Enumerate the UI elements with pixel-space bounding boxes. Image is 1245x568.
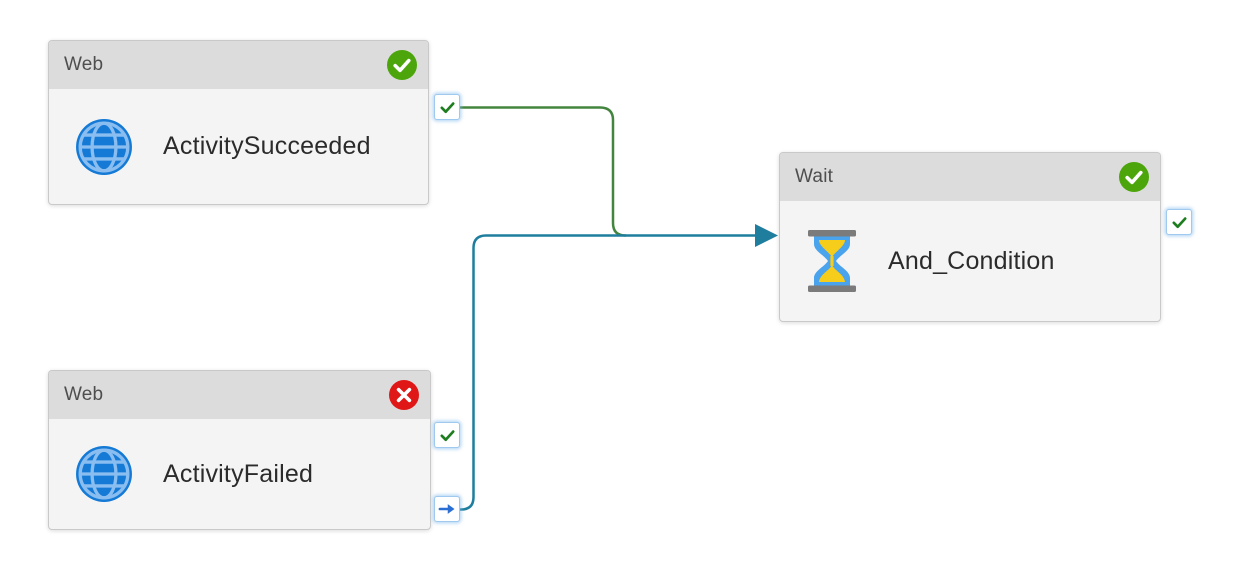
connector-success-line[interactable] [459, 106, 627, 237]
globe-icon [75, 445, 133, 503]
activity-name: ActivityFailed [163, 459, 314, 488]
node-header: Web [49, 41, 428, 89]
activity-type-label: Web [64, 384, 104, 405]
connector-completion-line[interactable] [458, 234, 758, 511]
check-icon [439, 429, 455, 441]
check-icon [439, 101, 455, 113]
activity-type-label: Wait [795, 166, 834, 187]
activity-name: ActivitySucceeded [163, 132, 371, 160]
status-succeeded-badge-icon [1119, 162, 1149, 192]
globe-icon [75, 118, 133, 176]
hourglass-icon [806, 230, 858, 292]
node-body: And_Condition [780, 201, 1160, 321]
activity-node-web-failed[interactable]: Web ActivityFailed [48, 370, 431, 530]
node-body: ActivitySucceeded [49, 89, 428, 204]
activity-name: And_Condition [888, 246, 1055, 275]
port-success-activity-succeeded[interactable] [434, 94, 460, 120]
connector-arrowhead [755, 224, 778, 247]
port-success-activity-failed[interactable] [434, 422, 460, 448]
node-header: Wait [780, 153, 1160, 201]
check-icon [1171, 216, 1187, 228]
port-completion-activity-failed[interactable] [434, 496, 460, 522]
node-header: Web [49, 371, 430, 419]
port-success-and-condition[interactable] [1166, 209, 1192, 235]
node-body: ActivityFailed [49, 419, 430, 529]
activity-type-label: Web [64, 54, 104, 75]
activity-node-wait[interactable]: Wait [779, 152, 1161, 322]
activity-node-web-succeeded[interactable]: Web ActivitySucceeded [48, 40, 429, 205]
arrow-right-icon [438, 504, 455, 514]
status-failed-badge-icon [389, 380, 419, 410]
status-succeeded-badge-icon [387, 50, 417, 80]
